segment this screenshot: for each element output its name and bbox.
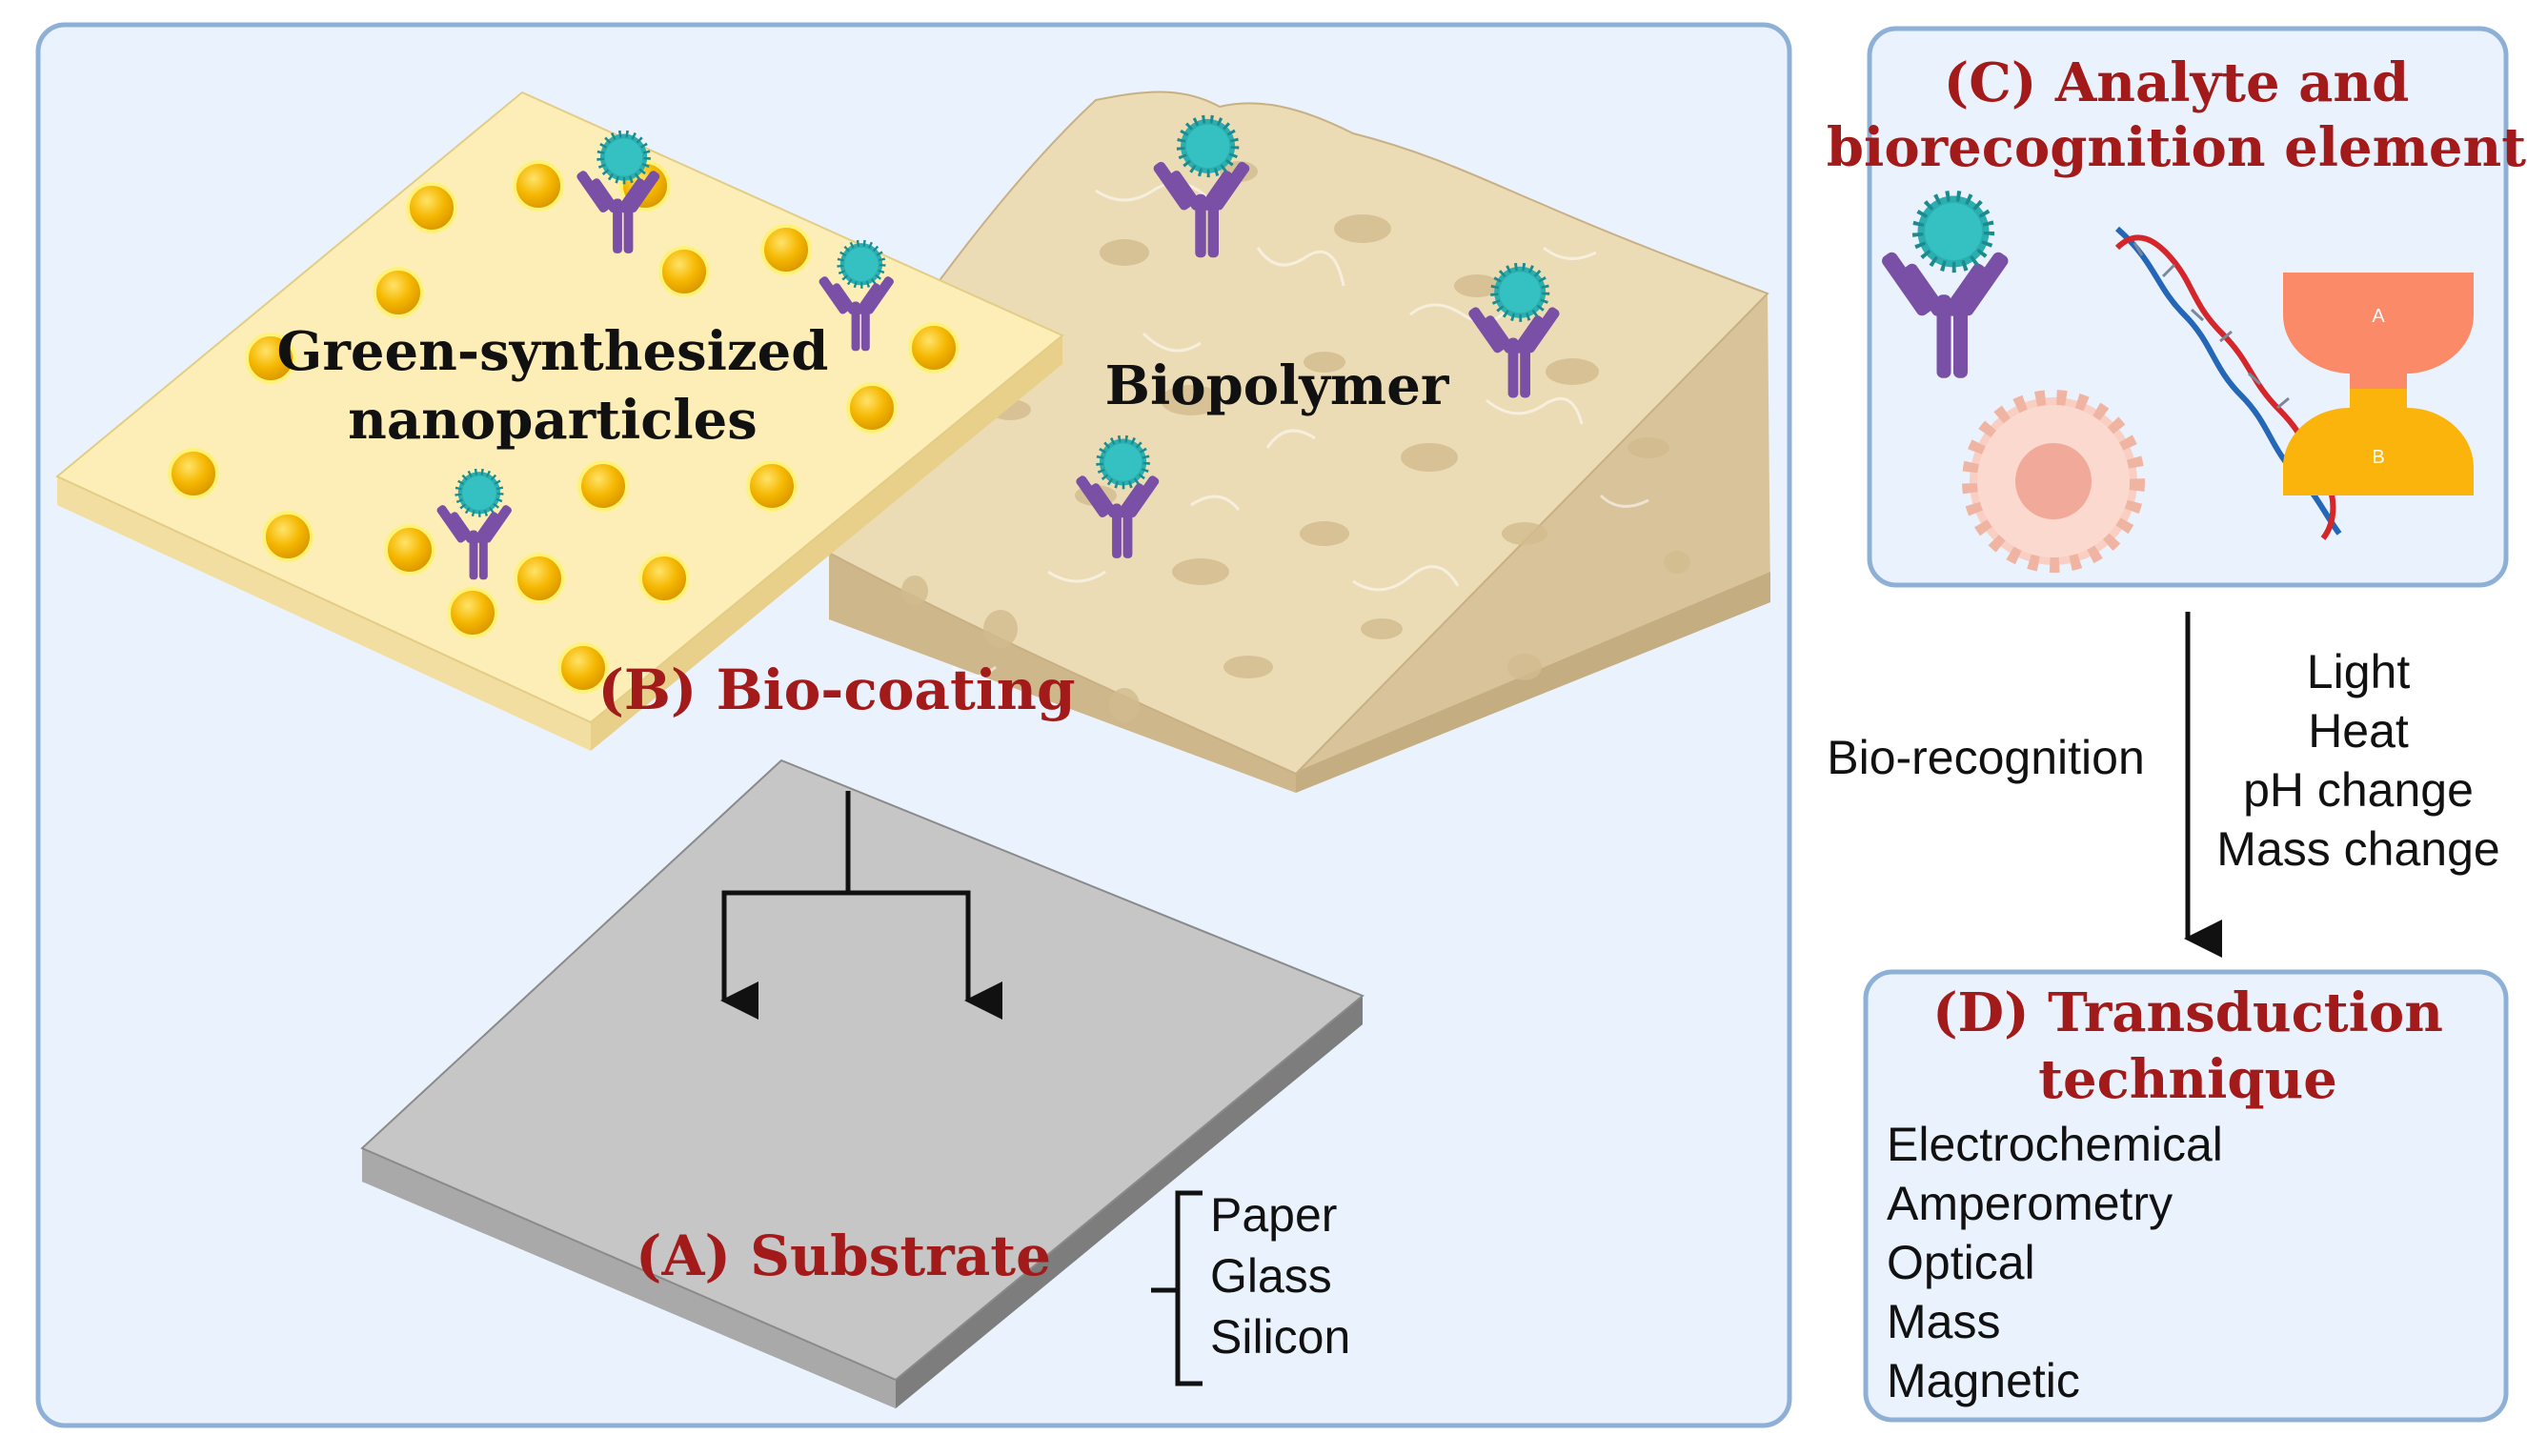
aptamer-label-b: B — [2372, 447, 2384, 468]
antibody-icon — [1882, 190, 2009, 378]
technique-magnetic: Magnetic — [1887, 1354, 2080, 1407]
substrate-type-silicon: Silicon — [1210, 1310, 1350, 1364]
substrate-types-bracket — [1151, 1190, 1203, 1386]
biocoating-title: (B) Bio-coating — [597, 657, 1075, 722]
signal-ph-change: pH change — [2243, 763, 2474, 817]
antibody-pathogen-complexes — [436, 114, 1560, 580]
substrate-title: (A) Substrate — [636, 1223, 1051, 1288]
nanoparticles-label-line2: nanoparticles — [348, 389, 758, 452]
technique-electrochemical: Electrochemical — [1887, 1118, 2223, 1171]
analyte-panel-title-line2: biorecognition element — [1827, 116, 2526, 179]
aptamer-icon: A B — [2283, 273, 2474, 495]
antibody-complex — [576, 130, 660, 253]
biopolymer-fibers — [951, 181, 1649, 678]
antibody-complex — [819, 239, 894, 352]
antibody-complex — [1468, 262, 1560, 398]
signal-mass-change: Mass change — [2216, 822, 2499, 876]
antibody-complex — [1076, 435, 1160, 558]
technique-amperometry: Amperometry — [1887, 1177, 2173, 1230]
substrate-slab — [360, 758, 1365, 1408]
signal-heat: Heat — [2308, 704, 2409, 758]
biorecognition-label: Bio-recognition — [1827, 731, 2145, 784]
transduction-panel — [1863, 969, 2509, 1423]
nanoparticles-label-line1: Green-synthesized — [277, 320, 829, 383]
antibody-complex — [436, 468, 512, 580]
technique-optical: Optical — [1887, 1236, 2035, 1289]
antibody-complex — [1153, 114, 1250, 258]
nanoparticles — [168, 160, 960, 694]
aptamer-label-a: A — [2372, 306, 2385, 327]
signal-light: Light — [2307, 645, 2411, 698]
branch-arrow — [720, 791, 1002, 1020]
substrate-type-glass: Glass — [1210, 1249, 1332, 1303]
technique-mass: Mass — [1887, 1295, 2000, 1348]
transduction-panel-title-line1: (D) Transduction — [1932, 981, 2443, 1044]
biopolymer-label: Biopolymer — [1105, 354, 1450, 417]
substrate-type-paper: Paper — [1210, 1188, 1337, 1242]
cell-icon — [1962, 390, 2145, 573]
analyte-panel-title-line1: (C) Analyte and — [1944, 51, 2409, 114]
transduction-panel-title-line2: technique — [2038, 1048, 2337, 1111]
